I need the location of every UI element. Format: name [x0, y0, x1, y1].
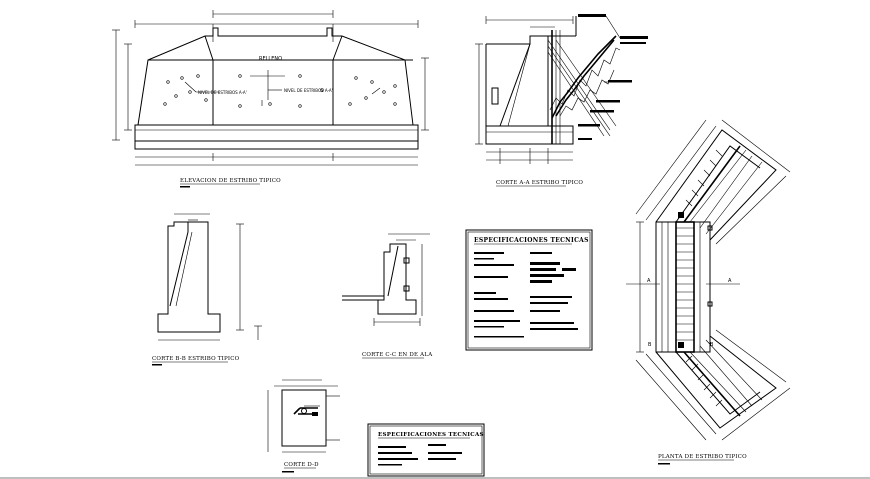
- callout-right-label: NIVEL DE ESTRIBOS A-A': [284, 88, 333, 93]
- section-aa-view: CORTE A-A ESTRIBO TIPICO: [475, 14, 648, 187]
- plan-marker-b-left: B: [648, 342, 652, 348]
- section-aa-title: CORTE A-A ESTRIBO TIPICO: [496, 180, 583, 186]
- specs-box-main: ESPECIFICACIONES TECNICAS: [465, 229, 593, 351]
- section-cc-title: CORTE C-C EN DE ALA: [362, 352, 433, 358]
- callout-left-label: NIVEL DE ESTRIBOS A-A': [198, 90, 247, 95]
- plan-marker-b-right: B: [710, 342, 714, 348]
- relleno-label: RELLENO: [259, 56, 282, 62]
- specs-box-small: ESPECIFICACIONES TECNICAS: [367, 423, 485, 477]
- front-elevation-view: RELLENO NIVEL DE ESTRIBOS A-A' NIVEL DE …: [112, 10, 429, 188]
- section-bb-view: CORTE B-B ESTRIBO TIPICO: [152, 213, 262, 366]
- plan-view: A A B B PLANTA DE ESTRIBO TIPICO: [626, 119, 791, 465]
- section-dd-view: CORTE D-D: [267, 379, 340, 473]
- plan-marker-a-right: A: [728, 278, 732, 284]
- plan-marker-a-left: A: [647, 278, 651, 284]
- section-cc-view: CORTE C-C EN DE ALA: [342, 233, 433, 359]
- front-elevation-title: ELEVACION DE ESTRIBO TIPICO: [180, 178, 281, 184]
- specs-main-title: ESPECIFICACIONES TECNICAS: [474, 237, 589, 244]
- section-bb-title: CORTE B-B ESTRIBO TIPICO: [152, 356, 240, 362]
- section-dd-title: CORTE D-D: [284, 462, 319, 468]
- plan-view-title: PLANTA DE ESTRIBO TIPICO: [658, 454, 747, 460]
- specs-small-title: ESPECIFICACIONES TECNICAS: [378, 432, 484, 438]
